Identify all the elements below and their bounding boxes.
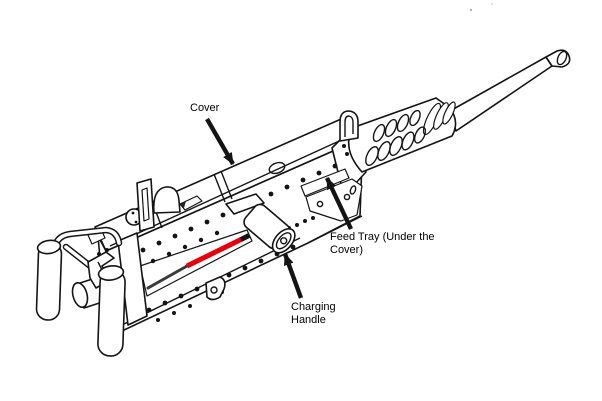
charging-handle bbox=[225, 193, 296, 254]
barrel bbox=[449, 49, 571, 132]
label-feed-tray: Feed Tray (Under the Cover) bbox=[330, 231, 435, 256]
callout-arrows bbox=[205, 117, 353, 299]
barrel-jacket bbox=[339, 97, 457, 173]
side-plate-notch bbox=[179, 195, 203, 211]
cover-oval-hole bbox=[268, 161, 286, 175]
right-grip bbox=[97, 269, 126, 357]
spade-grips bbox=[35, 239, 126, 357]
feed-tray-opening bbox=[300, 168, 350, 197]
cover-latch-hump bbox=[152, 186, 181, 214]
label-charging-handle: Charging Handle bbox=[291, 301, 336, 326]
highlighted-slide-bar bbox=[185, 237, 243, 269]
cooling-slots bbox=[365, 109, 427, 167]
charging-handle-arrow bbox=[282, 253, 304, 299]
mounting-lug bbox=[205, 276, 226, 301]
front-sight bbox=[339, 110, 359, 142]
rear-sight bbox=[125, 178, 181, 232]
cover-arrow bbox=[205, 117, 235, 166]
label-cover: Cover bbox=[190, 102, 220, 114]
scan-specks bbox=[470, 3, 493, 11]
feed-tray-arrow bbox=[325, 177, 353, 230]
charging-slide-slot bbox=[139, 229, 253, 297]
